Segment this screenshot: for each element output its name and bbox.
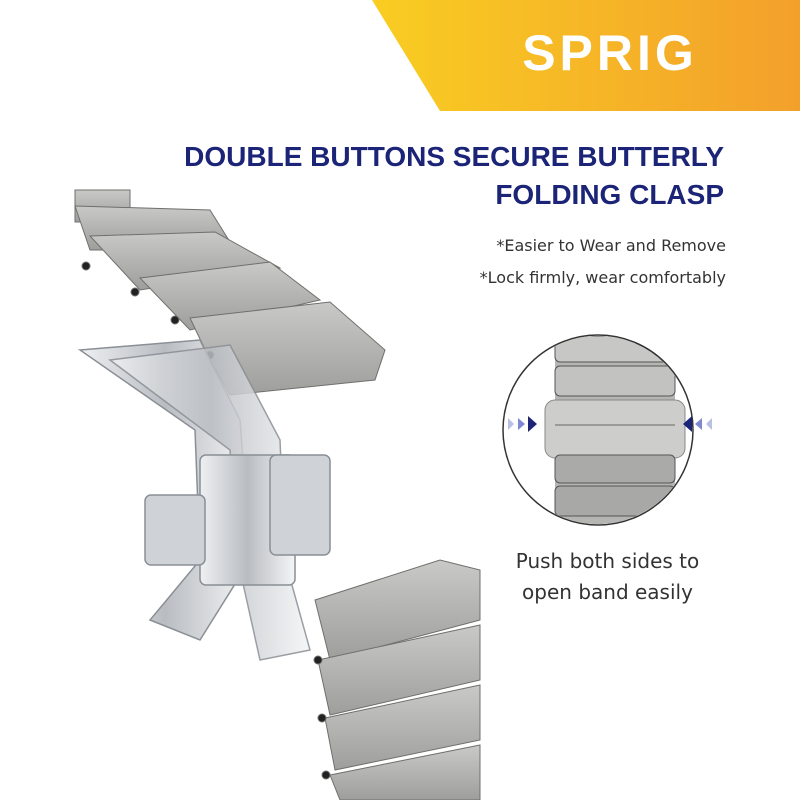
feature-list: *Easier to Wear and Remove *Lock firmly,…	[480, 230, 726, 294]
clasp-detail-circle	[502, 334, 694, 526]
brand-logo: SPRIG	[522, 25, 698, 81]
double-chevron-left-icon	[683, 416, 712, 432]
butterfly-clasp	[77, 339, 331, 661]
headline-line-1: DOUBLE BUTTONS SECURE BUTTERLY	[184, 141, 724, 172]
clasp-caption: Push both sides to open band easily	[480, 546, 735, 608]
headline: DOUBLE BUTTONS SECURE BUTTERLY FOLDING C…	[184, 138, 724, 214]
feature-item: *Easier to Wear and Remove	[496, 236, 726, 255]
caption-line-1: Push both sides to	[515, 549, 700, 573]
headline-line-2: FOLDING CLASP	[495, 179, 724, 210]
band-lower	[313, 559, 481, 800]
feature-item: *Lock firmly, wear comfortably	[479, 268, 726, 287]
caption-line-2: open band easily	[522, 580, 693, 604]
brand-banner	[372, 0, 800, 111]
double-chevron-right-icon	[508, 416, 537, 432]
